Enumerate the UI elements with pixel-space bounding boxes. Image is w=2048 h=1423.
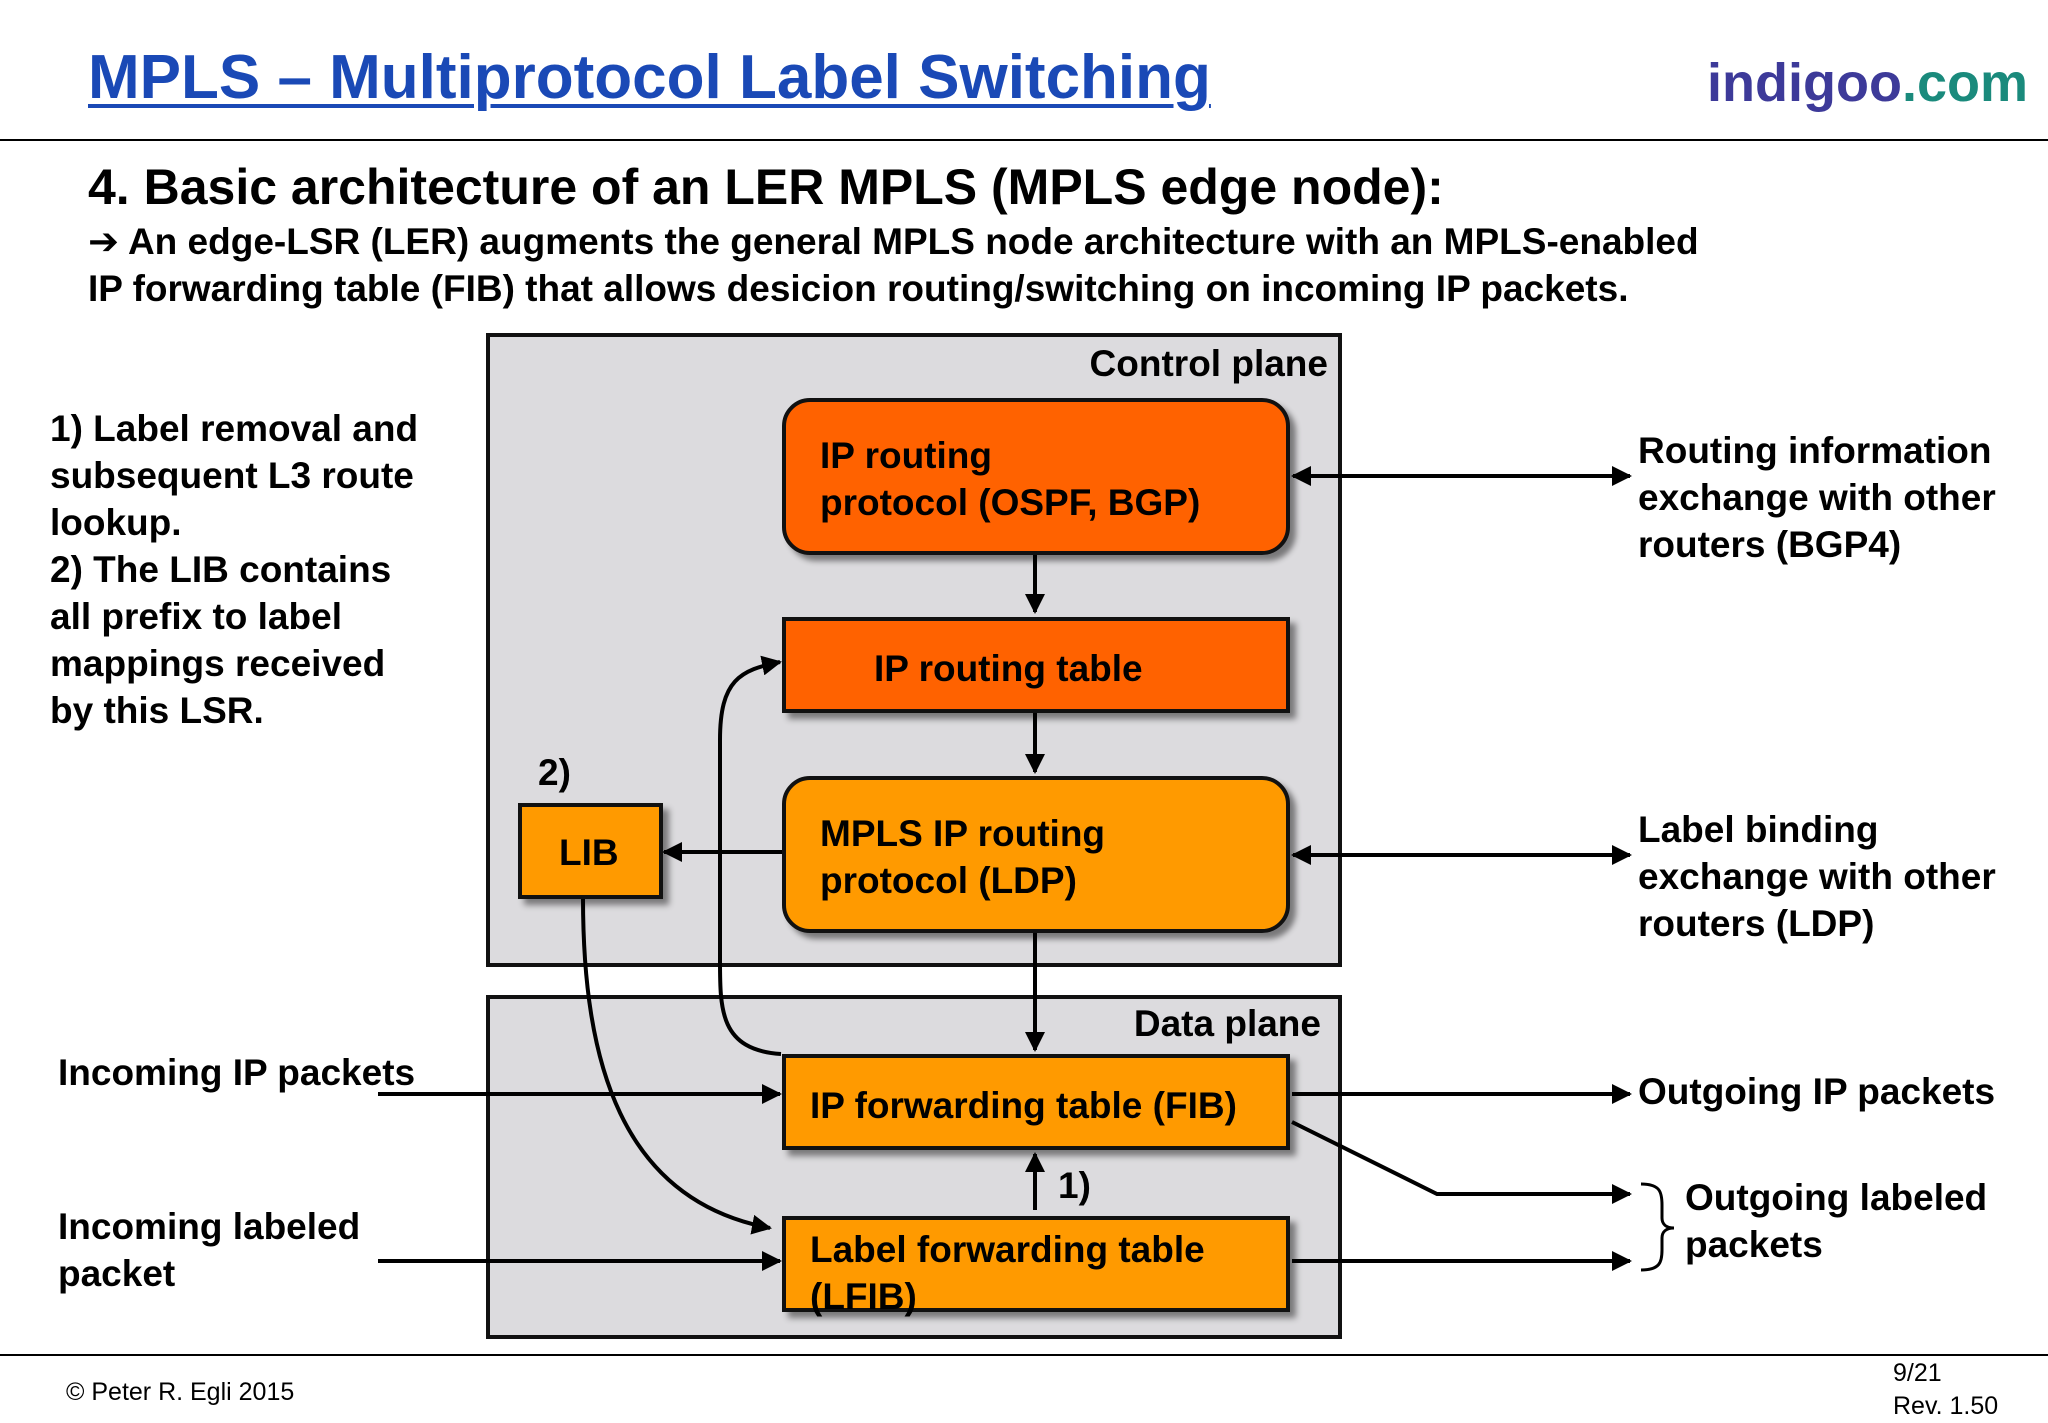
- label-line: packets: [1685, 1224, 1823, 1265]
- outgoing-labeled-label: Outgoing labeled packets: [1685, 1174, 1987, 1268]
- note-line: mappings received: [50, 643, 386, 684]
- ip-routing-protocol-box: IP routing protocol (OSPF, BGP): [782, 398, 1290, 555]
- box-line: protocol (OSPF, BGP): [820, 482, 1201, 523]
- header-divider: [0, 139, 2048, 141]
- lfib-box: Label forwarding table (LFIB): [782, 1216, 1290, 1317]
- incoming-labeled-label: Incoming labeled packet: [58, 1203, 360, 1297]
- label-line: routers (LDP): [1638, 903, 1875, 944]
- label-binding-label: Label binding exchange with other router…: [1638, 806, 1996, 947]
- label-line: Incoming labeled: [58, 1206, 361, 1247]
- note-line: by this LSR.: [50, 690, 264, 731]
- arrow-icon: ➔: [88, 221, 120, 262]
- label-line: Outgoing labeled: [1685, 1177, 1988, 1218]
- footer-divider: [0, 1354, 2048, 1356]
- outgoing-ip-label: Outgoing IP packets: [1638, 1071, 1996, 1112]
- label-line: Routing information: [1638, 430, 1992, 471]
- label-line: exchange with other: [1638, 856, 1996, 897]
- label-line: Label binding: [1638, 809, 1879, 850]
- data-plane-label: Data plane: [1133, 1003, 1321, 1044]
- page-title: MPLS – Multiprotocol Label Switching: [88, 43, 1211, 112]
- notes: 1) Label removal and subsequent L3 route…: [50, 405, 418, 734]
- intro-line-2: IP forwarding table (FIB) that allows de…: [88, 268, 1629, 309]
- box-line: IP routing table: [874, 648, 1143, 689]
- copyright: © Peter R. Egli 2015: [66, 1378, 295, 1406]
- section-heading: 4. Basic architecture of an LER MPLS (MP…: [88, 159, 1444, 215]
- box-line: MPLS IP routing: [820, 813, 1106, 854]
- box-line: Label forwarding table: [810, 1229, 1205, 1270]
- label-line: routers (BGP4): [1638, 524, 1902, 565]
- page-number: 9/21: [1893, 1359, 1942, 1387]
- arrow-lib-to-lfib: [581, 897, 772, 1235]
- box-line: IP forwarding table (FIB): [810, 1085, 1237, 1126]
- note-line: lookup.: [50, 502, 182, 543]
- revision: Rev. 1.50: [1893, 1392, 1999, 1420]
- brand-name: indigoo: [1707, 53, 1902, 113]
- label-line: packet: [58, 1253, 176, 1294]
- brand-domain: .com: [1901, 53, 2028, 113]
- intro-text: ➔ An edge-LSR (LER) augments the general…: [88, 218, 1988, 312]
- fib-box: IP forwarding table (FIB): [782, 1054, 1290, 1150]
- incoming-ip-label: Incoming IP packets: [58, 1052, 416, 1093]
- note-line: subsequent L3 route: [50, 455, 414, 496]
- box-line: LIB: [559, 832, 619, 873]
- ip-routing-table-box: IP routing table: [782, 617, 1290, 713]
- arrow-fib-to-routing-table: [718, 655, 782, 1056]
- lib-box: LIB: [518, 803, 663, 899]
- box-line: (LFIB): [810, 1276, 917, 1317]
- routing-info-label: Routing information exchange with other …: [1638, 427, 1996, 568]
- note-line: all prefix to label: [50, 596, 342, 637]
- brand-logo: indigoo.com: [1707, 52, 2028, 114]
- intro-line-1: An edge-LSR (LER) augments the general M…: [127, 221, 1699, 262]
- control-plane-label: Control plane: [1089, 343, 1328, 384]
- box-line: IP routing: [820, 435, 992, 476]
- lfib-marker: 1): [1058, 1165, 1091, 1206]
- page-info: 9/21 Rev. 1.50: [1893, 1357, 1998, 1423]
- note-line: 1) Label removal and: [50, 408, 419, 449]
- lib-marker: 2): [538, 752, 571, 793]
- curly-brace-icon: [1640, 1182, 1675, 1272]
- label-line: exchange with other: [1638, 477, 1996, 518]
- mpls-ip-routing-protocol-box: MPLS IP routing protocol (LDP): [782, 776, 1290, 933]
- box-line: protocol (LDP): [820, 860, 1077, 901]
- arrow-fib-outgoing-labeled: [1291, 1120, 1632, 1204]
- note-line: 2) The LIB contains: [50, 549, 392, 590]
